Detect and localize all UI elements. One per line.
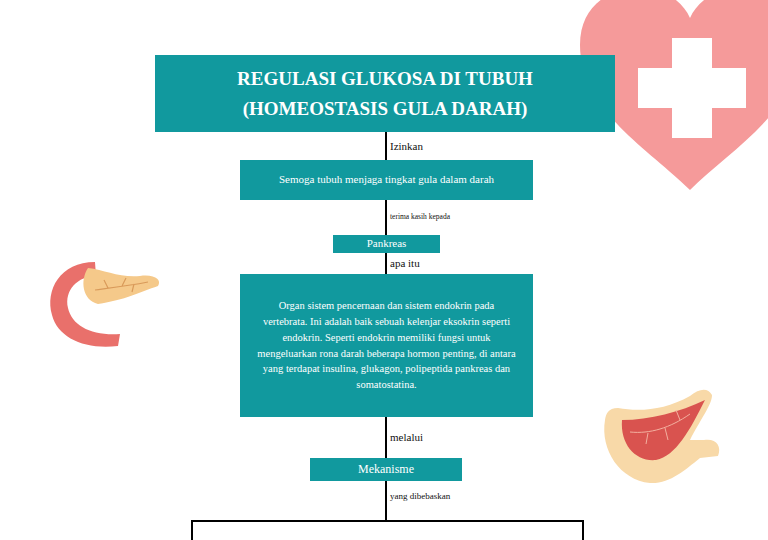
edge-label: melalui	[390, 431, 423, 443]
pancreas-illustration	[604, 390, 719, 483]
process-box: Pankreas	[333, 235, 440, 253]
node-text: Organ sistem pencernaan dan sistem endok…	[256, 298, 517, 393]
description-box: Organ sistem pencernaan dan sistem endok…	[240, 274, 533, 417]
connector-line	[385, 200, 387, 235]
connector-line	[385, 417, 387, 458]
edge-label: terima kasih kepada	[390, 213, 450, 221]
connector-label: yang dibebaskan	[390, 492, 450, 502]
process-box: Semoga tubuh menjaga tingkat gula dalam …	[240, 160, 533, 200]
process-box: Mekanisme	[310, 458, 462, 481]
connector-line	[385, 253, 387, 274]
node-text: Pankreas	[339, 237, 434, 250]
node-text: Semoga tubuh menjaga tingkat gula dalam …	[252, 171, 521, 189]
title-box: REGULASI GLUKOSA DI TUBUH (HOMEOSTASIS G…	[155, 55, 615, 132]
node-text: Mekanisme	[318, 462, 454, 478]
bracket	[192, 481, 583, 540]
connector-line	[385, 132, 387, 160]
edge-label: Izinkan	[390, 140, 423, 152]
edge-label: apa itu	[390, 257, 420, 269]
pancreas-illustration	[50, 262, 159, 347]
node-text: REGULASI GLUKOSA DI TUBUH (HOMEOSTASIS G…	[169, 64, 601, 123]
